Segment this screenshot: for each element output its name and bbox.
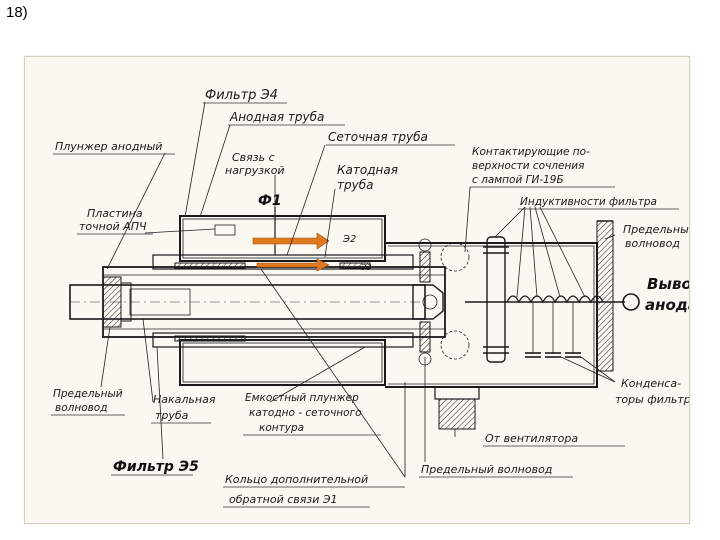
- label-from-fan: От вентилятора: [485, 432, 578, 445]
- label-anode-output-1: Вывод: [647, 275, 689, 293]
- label-e2: Э2: [342, 234, 356, 245]
- upper-flow-arrow: [252, 232, 330, 250]
- leader-lines: [100, 101, 616, 478]
- label-filter-inductances: Индуктивности фильтра: [520, 196, 657, 208]
- flow-arrows: [252, 232, 330, 272]
- label-filter-capacitors-2: торы фильтра: [615, 393, 689, 406]
- label-load-coupling-2: нагрузкой: [225, 164, 285, 177]
- label-limit-waveguide-left-2: волновод: [55, 402, 108, 414]
- label-contact-1: Контактирующие по-: [472, 146, 590, 158]
- lamp-filter-section: [465, 236, 640, 363]
- waveguide-assembly-diagram: Фильтр Э4 Анодная труба Сеточная труба П…: [51, 88, 689, 508]
- label-anode-tube: Анодная труба: [229, 110, 324, 124]
- label-cathode-tube-2: труба: [337, 178, 373, 192]
- label-capacitive-plunger-1: Емкостный плунжер: [245, 392, 359, 404]
- label-filter-e4: Фильтр Э4: [205, 88, 278, 103]
- lower-flow-arrow: [256, 258, 330, 272]
- label-anode-output-2: анода: [645, 296, 689, 314]
- label-limit-waveguide-right-2: волновод: [625, 237, 680, 250]
- label-ring-2: обратной связи Э1: [229, 493, 338, 506]
- label-load-coupling-1: Связь с: [232, 151, 275, 164]
- label-afc-plate-2: точной АПЧ: [79, 220, 147, 233]
- label-filter-e5: Фильтр Э5: [113, 459, 199, 475]
- label-filament-tube-2: труба: [155, 409, 189, 422]
- slide-number: 18): [6, 4, 28, 21]
- label-phi1: Ф1: [258, 193, 282, 209]
- main-housing: [179, 215, 614, 430]
- label-limit-waveguide-left-1: Предельный: [53, 388, 123, 400]
- label-e3: Э3: [360, 263, 372, 272]
- label-underlines: [51, 102, 679, 508]
- label-filter-capacitors-1: Конденса-: [621, 377, 681, 390]
- label-capacitive-plunger-3: контура: [259, 422, 304, 434]
- label-contact-2: верхности сочления: [472, 160, 584, 172]
- diagram-frame: Фильтр Э4 Анодная труба Сеточная труба П…: [24, 56, 690, 524]
- coaxial-tubes: [69, 207, 470, 366]
- label-capacitive-plunger-2: катодно - сеточного: [249, 407, 362, 419]
- label-limit-waveguide-right-1: Предельный: [623, 223, 689, 236]
- label-anode-plunger: Плунжер анодный: [55, 140, 162, 153]
- label-afc-plate-1: Пластина: [87, 207, 143, 220]
- label-filament-tube-1: Накальная: [153, 393, 216, 406]
- label-ring-1: Кольцо дополнительной: [225, 473, 368, 486]
- label-limit-waveguide-bottom: Предельный волновод: [421, 463, 552, 476]
- label-cathode-tube-1: Катодная: [337, 163, 398, 177]
- label-contact-3: с лампой ГИ-19Б: [472, 174, 564, 186]
- label-grid-tube: Сеточная труба: [328, 130, 428, 144]
